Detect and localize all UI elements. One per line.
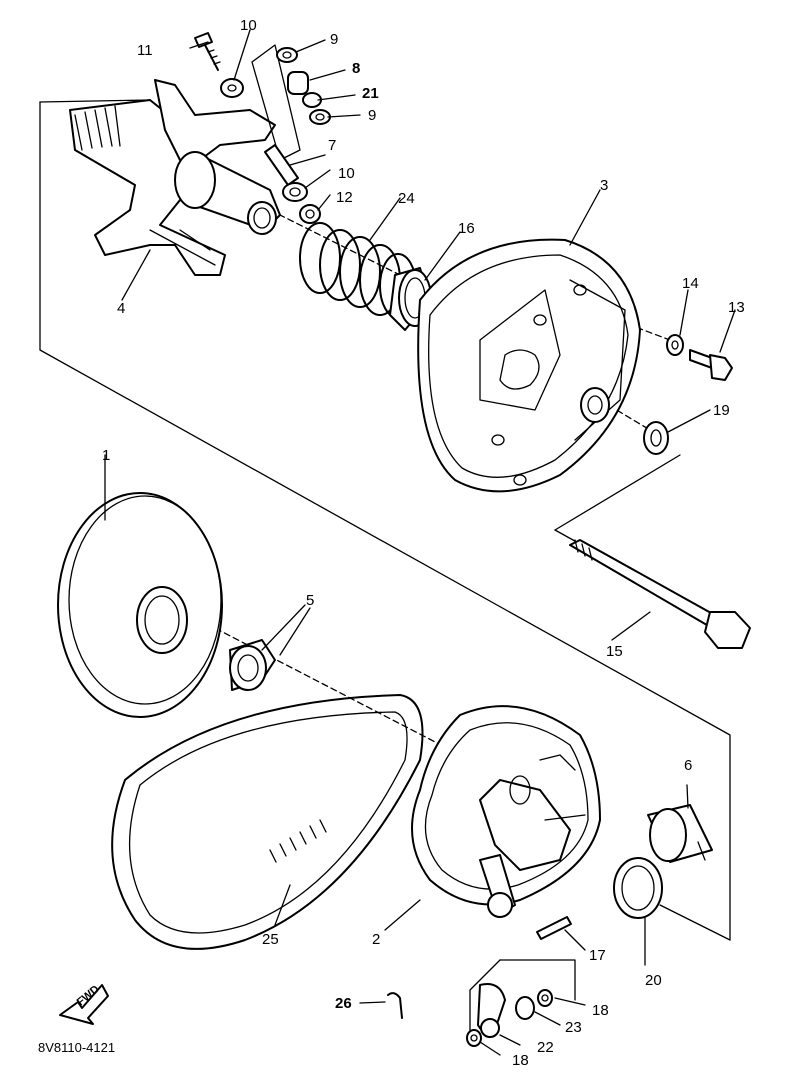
callout-10-upper: 10 [240, 17, 257, 34]
callout-21: 21 [362, 85, 379, 102]
callout-19: 19 [713, 402, 730, 419]
callout-12: 12 [336, 189, 353, 206]
callout-24: 24 [398, 190, 415, 207]
callout-20: 20 [645, 972, 662, 989]
callout-17: 17 [589, 947, 606, 964]
sheave-cover-part [417, 238, 641, 493]
spider-hub-part [69, 79, 281, 276]
callout-22: 22 [537, 1039, 554, 1056]
callout-18-bottom: 18 [512, 1052, 529, 1069]
callout-9-lower: 9 [368, 107, 376, 124]
forward-direction-icon: FWD [59, 983, 109, 1025]
weight-assembly-part [411, 705, 601, 918]
callout-7: 7 [328, 137, 336, 154]
callout-14: 14 [682, 275, 699, 292]
callout-9-upper: 9 [330, 31, 338, 48]
fixed-sheave-part [57, 492, 223, 718]
collar-bushing-part [229, 639, 276, 691]
callout-18-right: 18 [592, 1002, 609, 1019]
bolt-washer-parts [643, 334, 733, 455]
callout-25: 25 [262, 931, 279, 948]
callout-11: 11 [137, 42, 153, 59]
pin-roller-parts [387, 916, 572, 1047]
callout-8: 8 [352, 60, 360, 77]
upper-small-parts [194, 32, 331, 224]
callout-6: 6 [684, 757, 692, 774]
callout-2: 2 [372, 931, 380, 948]
callout-26: 26 [335, 995, 352, 1012]
long-bolt-part [569, 539, 751, 649]
sleeve-and-ring-parts [613, 804, 713, 919]
diagram-code: 8V8110-4121 [38, 1040, 115, 1055]
callout-15: 15 [606, 643, 623, 660]
callout-4: 4 [117, 300, 125, 317]
leader-lines [104, 29, 736, 1056]
callout-labels: 11 10 9 8 21 9 7 10 12 24 16 3 14 13 19 … [38, 17, 745, 1069]
callout-5: 5 [306, 592, 314, 609]
callout-3: 3 [600, 177, 608, 194]
callout-23: 23 [565, 1019, 582, 1036]
callout-16: 16 [458, 220, 475, 237]
callout-13: 13 [728, 299, 745, 316]
callout-10-lower: 10 [338, 165, 355, 182]
callout-1: 1 [102, 447, 110, 464]
drive-belt-part [111, 694, 424, 950]
